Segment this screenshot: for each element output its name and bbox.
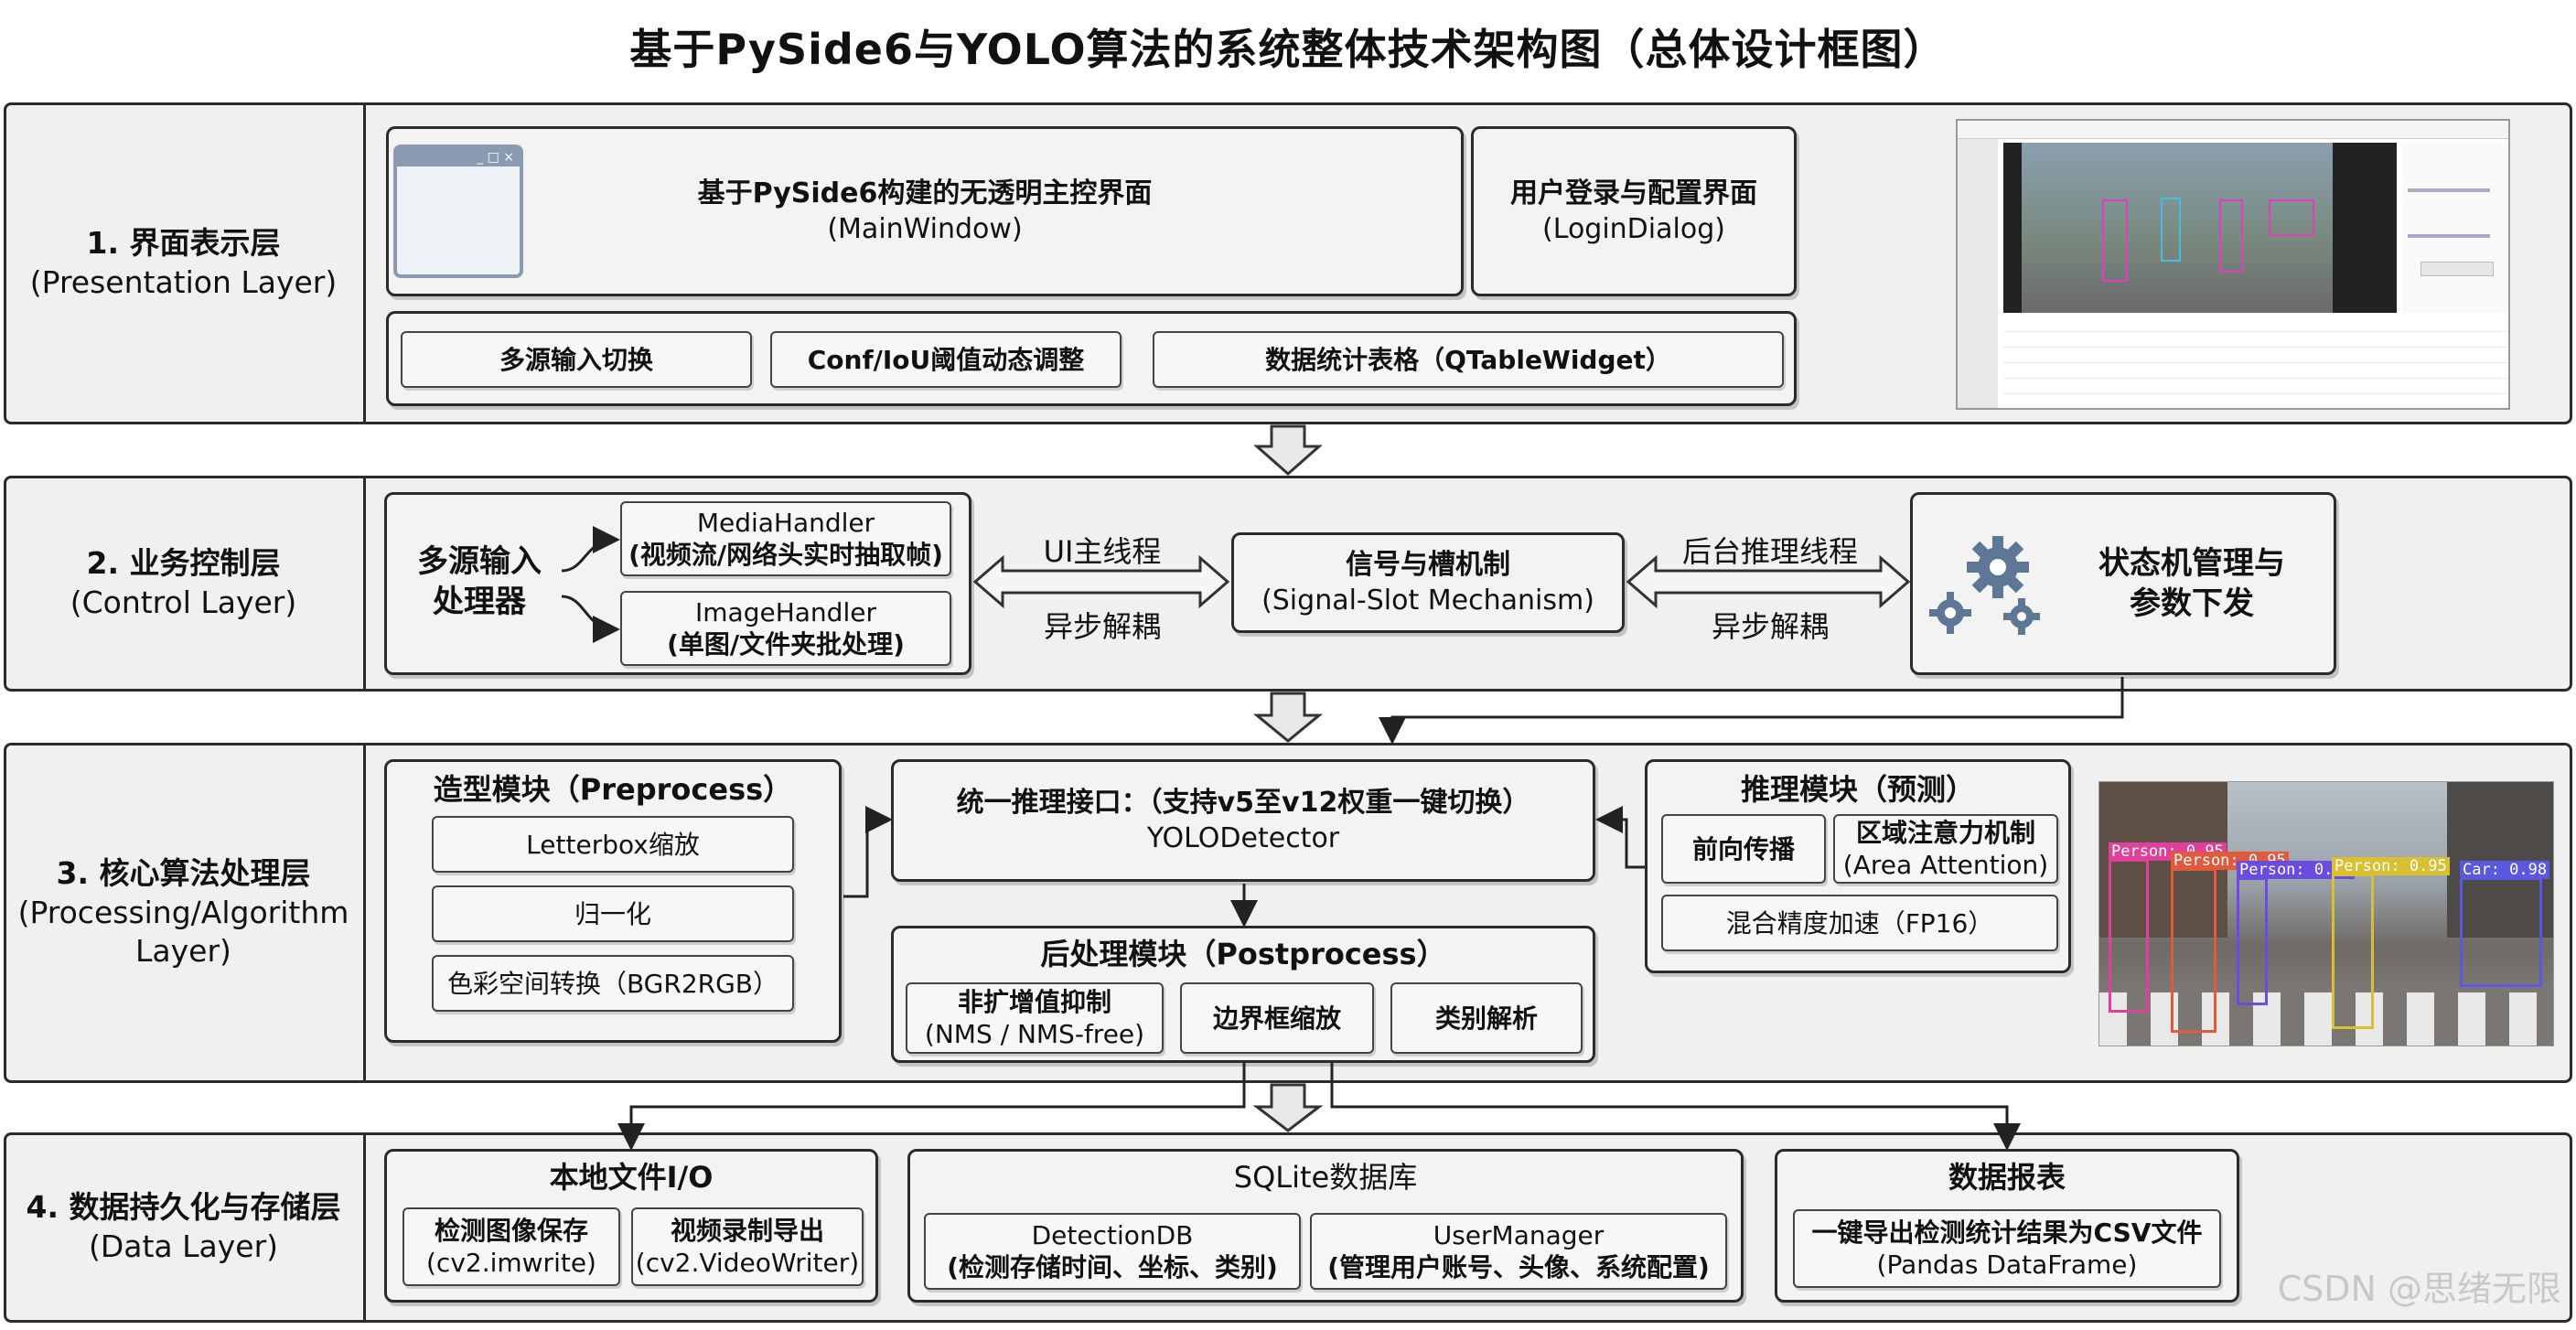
layer-label-data: 4. 数据持久化与存储层 (Data Layer) [4, 1135, 366, 1320]
signal-slot-box: 信号与槽机制 (Signal-Slot Mechanism) [1231, 532, 1625, 633]
multi-input-switch: 多源输入切换 [401, 331, 752, 388]
csv-export-box: 一键导出检测统计结果为CSV文件 (Pandas DataFrame) [1793, 1209, 2221, 1288]
normalize-step: 归一化 [432, 885, 794, 942]
letterbox-step: Letterbox缩放 [432, 816, 794, 873]
ui-thread-double-arrow [972, 554, 1230, 609]
det-label: Person: 0.95 [2237, 861, 2355, 879]
stats-table-widget: 数据统计表格（QTableWidget） [1153, 331, 1784, 388]
thumb-table [2003, 316, 2508, 408]
detection-db-box: DetectionDB (检测存储时间、坐标、类别) [924, 1213, 1301, 1290]
layer-label-control: 2. 业务控制层 (Control Layer) [4, 478, 366, 689]
bg-thread-label: 后台推理线程 [1681, 534, 1858, 569]
thumb-video [2003, 143, 2397, 313]
layer-flow-arrow [1253, 424, 1323, 477]
det-label: Person: 0.95 [2332, 857, 2450, 875]
layer-label-presentation: 1. 界面表示层 (Presentation Layer) [4, 105, 366, 422]
csdn-watermark: CSDN @思绪无限 [2277, 1269, 2561, 1309]
thumb-titlebar [1958, 121, 2508, 139]
bg-thread-double-arrow [1626, 554, 1911, 609]
thumb-sidebar [1958, 139, 1998, 408]
media-handler: MediaHandler (视频流/网络头实时抽取帧) [620, 501, 951, 576]
video-export-box: 视频录制导出 (cv2.VideoWriter) [631, 1207, 864, 1286]
ui-screenshot-thumbnail [1956, 119, 2510, 410]
layer-label-processing: 3. 核心算法处理层 (Processing/Algorithm Layer) [4, 745, 366, 1080]
forward-step: 前向传播 [1661, 814, 1826, 884]
nms-step: 非扩增值抑制 (NMS / NMS-free) [906, 982, 1164, 1054]
unified-inference-box: 统一推理接口：（支持v5至v12权重一键切换） YOLODetector [891, 759, 1595, 882]
bbox-scale-step: 边界框缩放 [1180, 982, 1374, 1054]
input-processor-label: 多源输入 处理器 [417, 543, 542, 621]
user-manager-box: UserManager (管理用户账号、头像、系统配置) [1310, 1213, 1727, 1290]
conf-iou-adjust: Conf/IoU阈值动态调整 [770, 331, 1122, 388]
login-dialog-box: 用户登录与配置界面 (LoginDialog) [1471, 126, 1797, 296]
window-icon: _ □ × [393, 145, 523, 278]
main-window-box: 基于PySide6构建的无透明主控界面 (MainWindow) [386, 126, 1464, 296]
class-parse-step: 类别解析 [1390, 982, 1583, 1054]
colorspace-step: 色彩空间转换（BGR2RGB） [432, 955, 794, 1012]
thumb-controls [2402, 143, 2508, 313]
image-save-box: 检测图像保存 (cv2.imwrite) [402, 1207, 620, 1286]
layer-flow-arrow [1252, 692, 1324, 743]
ui-thread-label: UI主线程 [1043, 534, 1162, 569]
layer-flow-arrow [1252, 1083, 1324, 1132]
image-handler: ImageHandler (单图/文件夹批处理) [620, 591, 951, 666]
async-label-left: 异步解耦 [1043, 609, 1161, 644]
detection-sample-image: Person: 0.95 Person: 0.95 Person: 0.95 P… [2098, 781, 2554, 1046]
area-attention-step: 区域注意力机制 (Area Attention) [1833, 814, 2058, 884]
det-label: Car: 0.98 [2460, 861, 2550, 879]
fp16-step: 混合精度加速（FP16） [1661, 895, 2058, 951]
async-label-right: 异步解耦 [1711, 609, 1829, 644]
page-title: 基于PySide6与YOLO算法的系统整体技术架构图（总体设计框图） [629, 25, 1947, 74]
gear-icon [1929, 536, 2040, 635]
